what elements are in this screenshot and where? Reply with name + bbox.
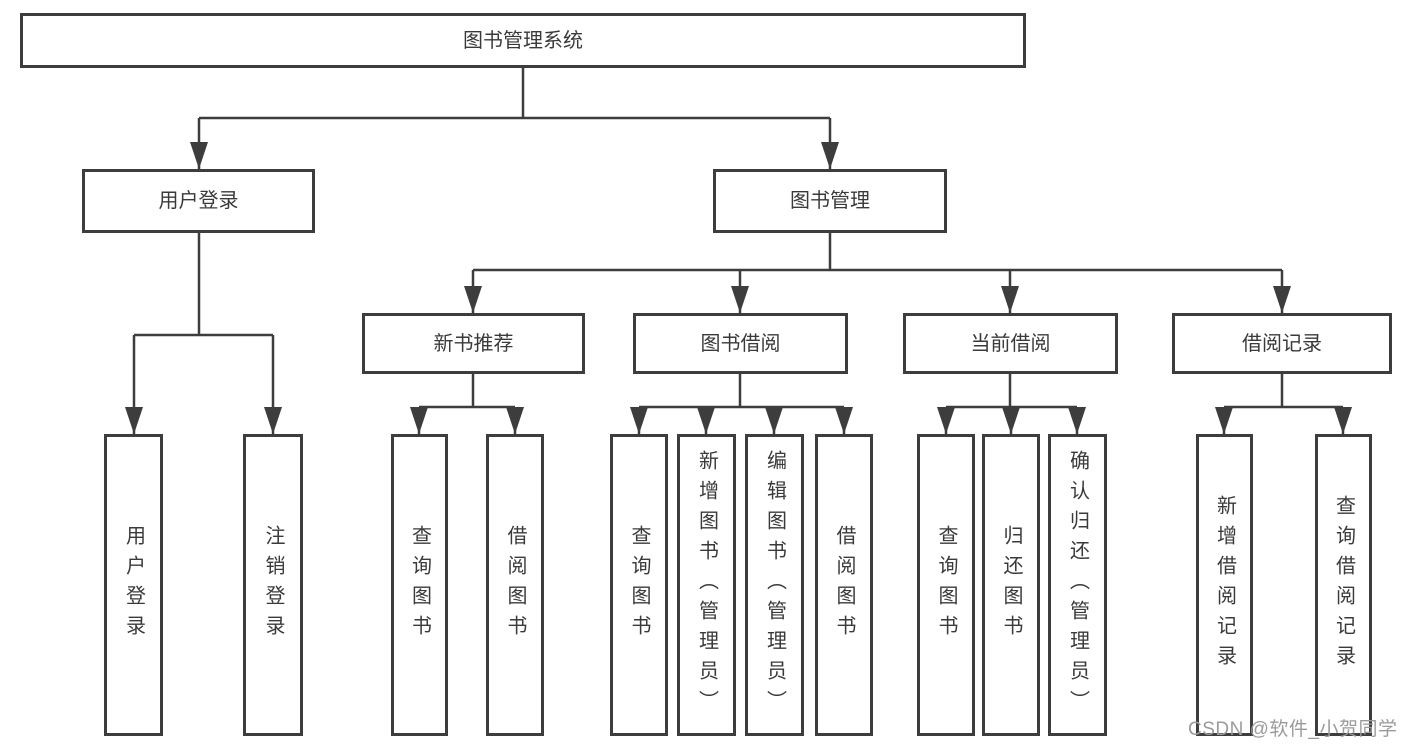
- arrowhead-down-icon: [464, 286, 482, 313]
- arrowhead-down-icon: [835, 407, 853, 434]
- arrowhead-down-icon: [190, 142, 208, 169]
- arrowhead-down-icon: [1273, 286, 1291, 313]
- leaf-record-query: 查询借阅记录: [1315, 434, 1372, 736]
- arrowhead-down-icon: [125, 407, 143, 434]
- leaf-borrow-add-book-admin: 新增图书（管理员）: [677, 434, 736, 736]
- connector-root-to-level2: [190, 68, 839, 169]
- leaf-rec-query-book: 查询图书: [391, 434, 448, 736]
- arrowhead-down-icon: [1068, 407, 1086, 434]
- arrowhead-down-icon: [1002, 407, 1020, 434]
- leaf-rec-borrow-book: 借阅图书: [486, 434, 544, 736]
- leaf-borrow-borrow-book: 借阅图书: [815, 434, 873, 736]
- arrowhead-down-icon: [731, 286, 749, 313]
- arrowhead-down-icon: [1001, 286, 1019, 313]
- arrowhead-down-icon: [630, 407, 648, 434]
- node-current-borrowing: 当前借阅: [903, 313, 1118, 374]
- leaf-current-confirm-return-admin: 确认归还（管理员）: [1048, 434, 1107, 736]
- connector-current-borrow-to-leaves: [937, 374, 1086, 434]
- arrowhead-down-icon: [937, 407, 955, 434]
- node-user-login: 用户登录: [82, 169, 315, 233]
- leaf-logout: 注销登录: [243, 434, 303, 736]
- leaf-current-query-book: 查询图书: [917, 434, 975, 736]
- connector-book-borrow-to-leaves: [630, 374, 853, 434]
- leaf-current-return-book: 归还图书: [982, 434, 1040, 736]
- connector-book-mgmt-to-level3: [464, 233, 1291, 313]
- arrowhead-down-icon: [410, 407, 428, 434]
- node-new-book-recommendation: 新书推荐: [362, 313, 585, 374]
- arrowhead-down-icon: [765, 407, 783, 434]
- csdn-watermark: CSDN @软件_小贺同学: [1188, 719, 1398, 740]
- arrowhead-down-icon: [697, 407, 715, 434]
- node-book-management: 图书管理: [713, 169, 947, 233]
- node-borrowing-records: 借阅记录: [1172, 313, 1392, 374]
- arrowhead-down-icon: [264, 407, 282, 434]
- arrowhead-down-icon: [1215, 407, 1233, 434]
- connector-borrow-record-to-leaves: [1215, 374, 1352, 434]
- connector-user-login-to-leaves: [125, 233, 282, 434]
- connector-new-book-rec-to-leaves: [410, 374, 524, 434]
- arrowhead-down-icon: [506, 407, 524, 434]
- leaf-record-add: 新增借阅记录: [1196, 434, 1253, 736]
- node-root-library-system: 图书管理系统: [20, 13, 1026, 68]
- arrowhead-down-icon: [1334, 407, 1352, 434]
- node-book-borrowing: 图书借阅: [633, 313, 848, 374]
- leaf-user-login: 用户登录: [104, 434, 163, 736]
- leaf-borrow-edit-book-admin: 编辑图书（管理员）: [745, 434, 804, 736]
- leaf-borrow-query-book: 查询图书: [610, 434, 668, 736]
- arrowhead-down-icon: [821, 142, 839, 169]
